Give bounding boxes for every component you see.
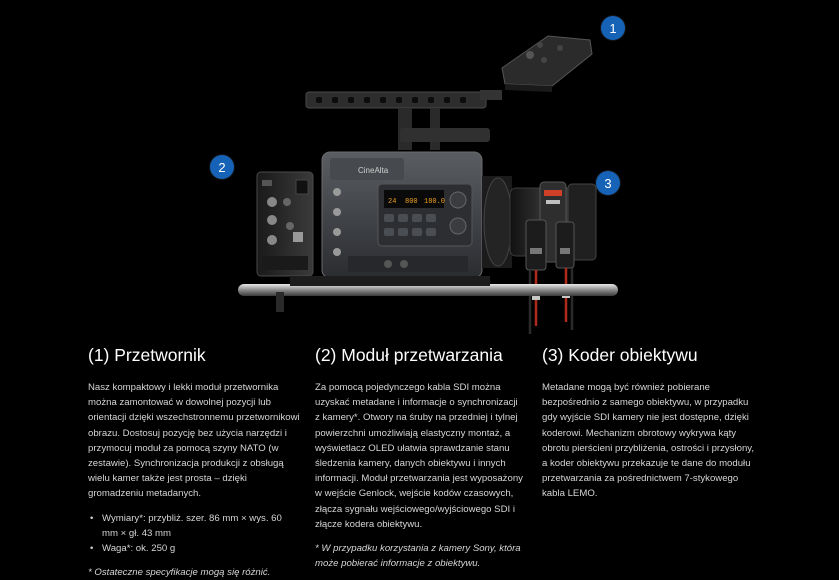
camera-display	[384, 190, 444, 208]
section-title: (1) Przetwornik	[88, 345, 206, 365]
tracker-module-top	[501, 35, 593, 92]
camera-rig-illustration: CineAlta 24 800 180.0	[238, 35, 618, 334]
section-title: (2) Moduł przetwarzania	[315, 345, 503, 365]
display-value-3: 180.0	[424, 198, 445, 206]
section-body: Nasz kompaktowy i lekki moduł przetworni…	[88, 382, 300, 500]
spec-item-dimensions: Wymiary*: przybliż. szer. 86 mm × wys. 6…	[90, 511, 300, 541]
section-lens-encoder: (3) Koder obiektywu Metadane mogą być ró…	[542, 344, 755, 502]
lens-encoder	[525, 219, 575, 271]
callout-badge-3: 3	[596, 171, 620, 195]
section-converter: (1) Przetwornik Nasz kompaktowy i lekki …	[88, 344, 300, 580]
spec-list: Wymiary*: przybliż. szer. 86 mm × wys. 6…	[88, 511, 300, 557]
section-footnote: * W przypadku korzystania z kamery Sony,…	[315, 543, 521, 570]
callout-badge-2: 2	[210, 155, 234, 179]
camera-brand-label: CineAlta	[358, 166, 389, 175]
lemo-cables	[528, 268, 574, 334]
support-rods	[238, 276, 618, 312]
display-value-2: 800	[405, 198, 418, 206]
section-body: Metadane mogą być również pobierane bezp…	[542, 382, 755, 500]
lens-mount	[482, 176, 513, 268]
section-body: Za pomocą pojedynczego kabla SDI można u…	[315, 382, 523, 530]
spec-item-weight: Waga*: ok. 250 g	[90, 541, 300, 556]
top-rail	[305, 90, 502, 150]
processing-module	[256, 171, 314, 277]
callout-badge-1: 1	[601, 16, 625, 40]
section-processing-module: (2) Moduł przetwarzania Za pomocą pojedy…	[315, 344, 523, 571]
product-hero-image: CineAlta 24 800 180.0	[210, 16, 625, 334]
display-value-1: 24	[388, 198, 396, 206]
section-title: (3) Koder obiektywu	[542, 345, 698, 365]
camera-body: CineAlta 24 800 180.0	[321, 151, 483, 279]
section-footnote: * Ostateczne specyfikacje mogą się różni…	[88, 567, 271, 579]
lens	[509, 181, 597, 263]
